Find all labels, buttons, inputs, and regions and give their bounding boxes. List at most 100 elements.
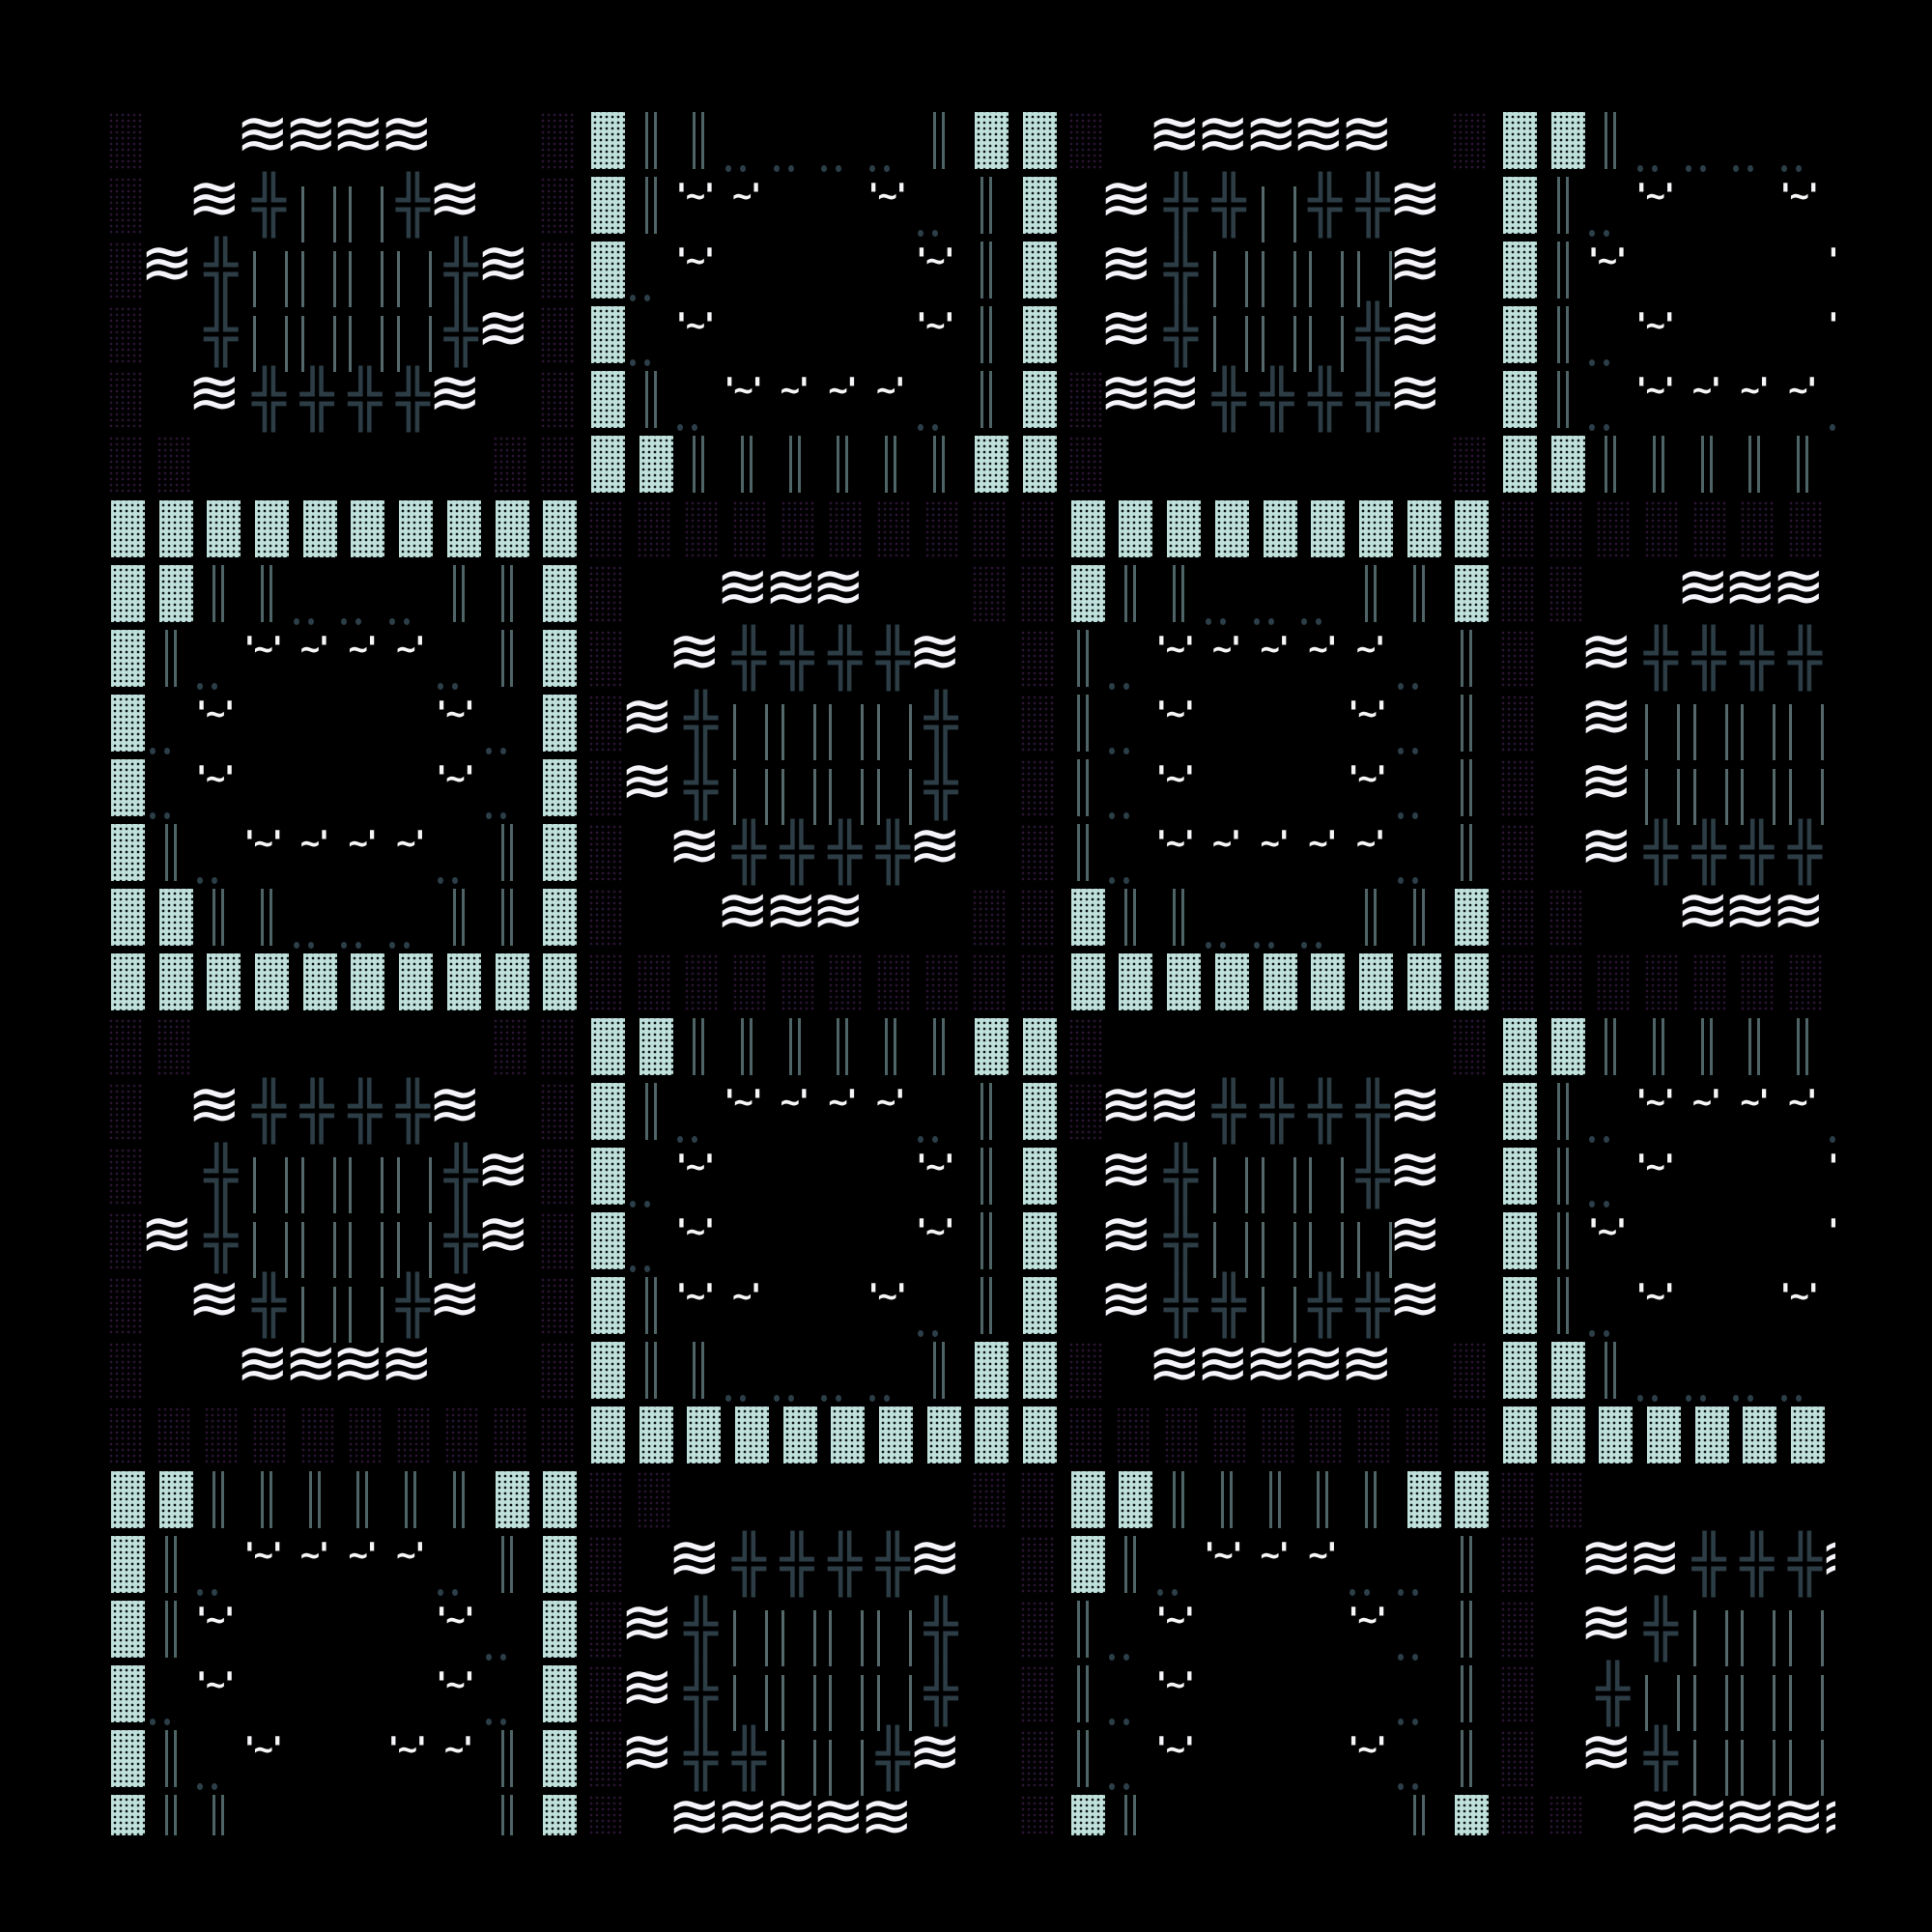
shade-dots-icon [972, 1467, 1020, 1532]
dotted-block-icon [588, 367, 637, 432]
empty-cell [1596, 561, 1644, 626]
dotted-block-icon [1452, 885, 1500, 950]
empty-cell [348, 755, 396, 820]
cross-glyph-icon: ╬ [252, 367, 300, 432]
wave-glyph-icon: ≋ [1387, 1073, 1453, 1144]
shade-dots-icon [828, 497, 876, 561]
double-bar-icon [204, 1467, 252, 1532]
quote-tilde-glyph: '~' [432, 691, 493, 755]
empty-cell [924, 1791, 973, 1835]
empty-cell [1692, 1467, 1741, 1532]
wave-glyph-icon: ≋ [619, 750, 685, 820]
cross-glyph-icon: ╬ [1164, 1144, 1212, 1208]
empty-cell [1356, 1662, 1405, 1726]
dotted-block-icon [924, 1403, 973, 1467]
two-dots-icon [197, 626, 252, 691]
wave-glyph-icon: ≋ [187, 1073, 252, 1144]
glyph-text: ╬ [1164, 301, 1199, 367]
two-dots-icon [1637, 1338, 1692, 1403]
dotted-block-icon [108, 1662, 156, 1726]
empty-cell [1452, 302, 1500, 367]
tilde-quote-glyph: ~' [300, 1532, 349, 1597]
glyph-text: ╬ [396, 1272, 431, 1338]
dotted-block-icon [1452, 561, 1500, 626]
dotted-block-icon [1452, 497, 1500, 561]
shade-dots-icon [540, 367, 588, 432]
glyph-text: ╬ [780, 819, 814, 885]
two-dots-icon [485, 755, 541, 820]
quote-tilde-glyph: '~' [912, 302, 973, 367]
dotted-block-icon [1452, 950, 1500, 1014]
dotted-block-icon [1020, 1208, 1068, 1273]
empty-cell [972, 1597, 1020, 1662]
dotted-block-icon [588, 302, 637, 367]
shade-dots-icon [108, 1208, 156, 1273]
twin-bar-icon [1692, 755, 1741, 825]
dotted-block-icon [588, 1208, 637, 1273]
dotted-block-icon [540, 755, 588, 820]
glyph-text: ╬ [684, 690, 719, 755]
shade-dots-icon [396, 1403, 444, 1467]
glyph-text: ╬ [1740, 819, 1775, 885]
cross-glyph-icon: ╬ [684, 1726, 732, 1791]
tilde-quote-glyph: ~' [348, 820, 396, 885]
tilde-quote-glyph: ~' [1212, 626, 1261, 691]
dotted-block-icon [540, 885, 588, 950]
twin-bar-icon [1261, 238, 1309, 307]
cross-glyph-icon: ╬ [732, 820, 781, 885]
dotted-block-icon [1500, 1014, 1548, 1079]
glyph-text: ~' [1308, 1536, 1342, 1575]
shade-dots-icon [731, 950, 781, 1014]
twin-bar-icon [876, 1597, 924, 1666]
dotted-block-icon [1548, 108, 1597, 173]
shade-dots-icon [108, 302, 156, 367]
twin-bar-icon [300, 173, 349, 242]
cross-glyph-icon: ╬ [1261, 1079, 1309, 1144]
double-bar-icon [1452, 626, 1500, 691]
double-bar-icon [1548, 238, 1597, 302]
dotted-block-icon [1740, 1403, 1788, 1467]
dotted-block-icon [1020, 1338, 1068, 1403]
two-dots-icon [149, 755, 205, 820]
double-bar-icon [1356, 561, 1405, 626]
tilde-quote-glyph: ~' [1308, 1532, 1356, 1597]
dotted-block-icon [1308, 950, 1356, 1014]
empty-cell [1692, 1144, 1741, 1208]
empty-cell [252, 1662, 300, 1726]
twin-bar-icon [348, 1144, 396, 1213]
shade-dots-icon [540, 173, 588, 238]
dotted-block-icon [108, 626, 156, 691]
dotted-block-icon [1500, 238, 1548, 302]
glyph-text: ~' [1740, 371, 1774, 410]
dotted-block-icon [1500, 1338, 1548, 1403]
quote-tilde-glyph: '~' [1151, 820, 1212, 885]
double-bar-icon [1644, 432, 1692, 497]
twin-bar-icon [1788, 691, 1835, 760]
double-bar-icon [972, 1079, 1020, 1144]
cross-glyph-icon: ╬ [1644, 1726, 1692, 1791]
double-bar-icon [684, 432, 732, 497]
quote-tilde-glyph: '~' [671, 173, 732, 238]
empty-cell [637, 1791, 685, 1835]
two-dots-icon [869, 108, 924, 173]
empty-cell [300, 1597, 349, 1662]
empty-cell [1548, 1597, 1597, 1662]
dotted-block-icon [108, 1726, 156, 1791]
shade-dots-icon [1067, 1014, 1117, 1079]
two-dots-icon [1205, 885, 1261, 950]
empty-cell [1452, 173, 1500, 238]
cross-glyph-icon: ╬ [781, 820, 829, 885]
shade-dots-icon [108, 238, 156, 302]
shade-dots-icon [1548, 1791, 1597, 1835]
double-bar-icon [732, 1014, 781, 1079]
empty-cell [828, 1273, 876, 1338]
quote-tilde-glyph: '~' [1344, 1726, 1405, 1791]
cross-glyph-icon: ╬ [300, 367, 349, 432]
tilde-quote-glyph: ~' [1356, 626, 1405, 691]
empty-cell [1548, 1532, 1597, 1597]
wave-glyph-icon: ≋ [619, 685, 685, 755]
dotted-block-icon [1261, 497, 1309, 561]
dotted-block-icon [540, 1597, 588, 1662]
empty-cell [1212, 1662, 1261, 1726]
cross-glyph-icon: ╬ [396, 1273, 444, 1338]
